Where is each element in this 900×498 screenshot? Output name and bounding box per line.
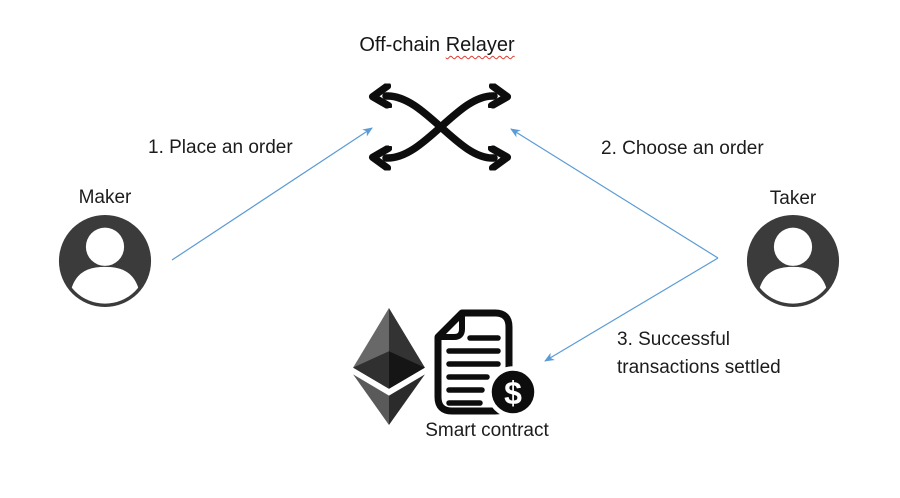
taker-person-icon bbox=[746, 214, 840, 308]
relayer-title: Off-chain Relayer bbox=[296, 34, 578, 57]
step3-label: 3. Successful transactions settled bbox=[617, 326, 781, 382]
document-folded-corner bbox=[438, 313, 465, 340]
person-icon-head bbox=[773, 227, 813, 266]
eth-facet-mid-right bbox=[388, 351, 425, 389]
eth-facet-bottom-right bbox=[388, 374, 425, 425]
step3-label-line1: 3. Successful bbox=[617, 329, 730, 350]
step1-label: 1. Place an order bbox=[148, 137, 293, 158]
document-dollar-icon: $ bbox=[434, 309, 539, 418]
maker-label: Maker bbox=[78, 187, 132, 208]
dollar-coin-icon bbox=[487, 366, 539, 418]
swap-curve-bottom-left-to-top-right bbox=[386, 96, 494, 158]
person-icon-shoulders bbox=[756, 266, 830, 304]
relayer-title-word-misspelled: Relayer bbox=[445, 34, 515, 56]
person-icon-head bbox=[85, 227, 125, 266]
taker-label: Taker bbox=[769, 188, 817, 209]
smart-contract-label: Smart contract bbox=[425, 420, 549, 441]
document-text-lines bbox=[446, 335, 501, 406]
maker-person-icon bbox=[58, 214, 152, 308]
step2-label: 2. Choose an order bbox=[601, 138, 764, 159]
person-icon-shoulders bbox=[68, 266, 142, 304]
swap-crossed-arrows-icon bbox=[366, 79, 514, 175]
step3-label-line2: transactions settled bbox=[617, 357, 781, 378]
dollar-sign-glyph: $ bbox=[504, 375, 522, 411]
ethereum-logo-icon bbox=[353, 308, 425, 425]
eth-facet-mid-left bbox=[353, 351, 389, 389]
relayer-title-prefix: Off-chain bbox=[359, 34, 446, 56]
